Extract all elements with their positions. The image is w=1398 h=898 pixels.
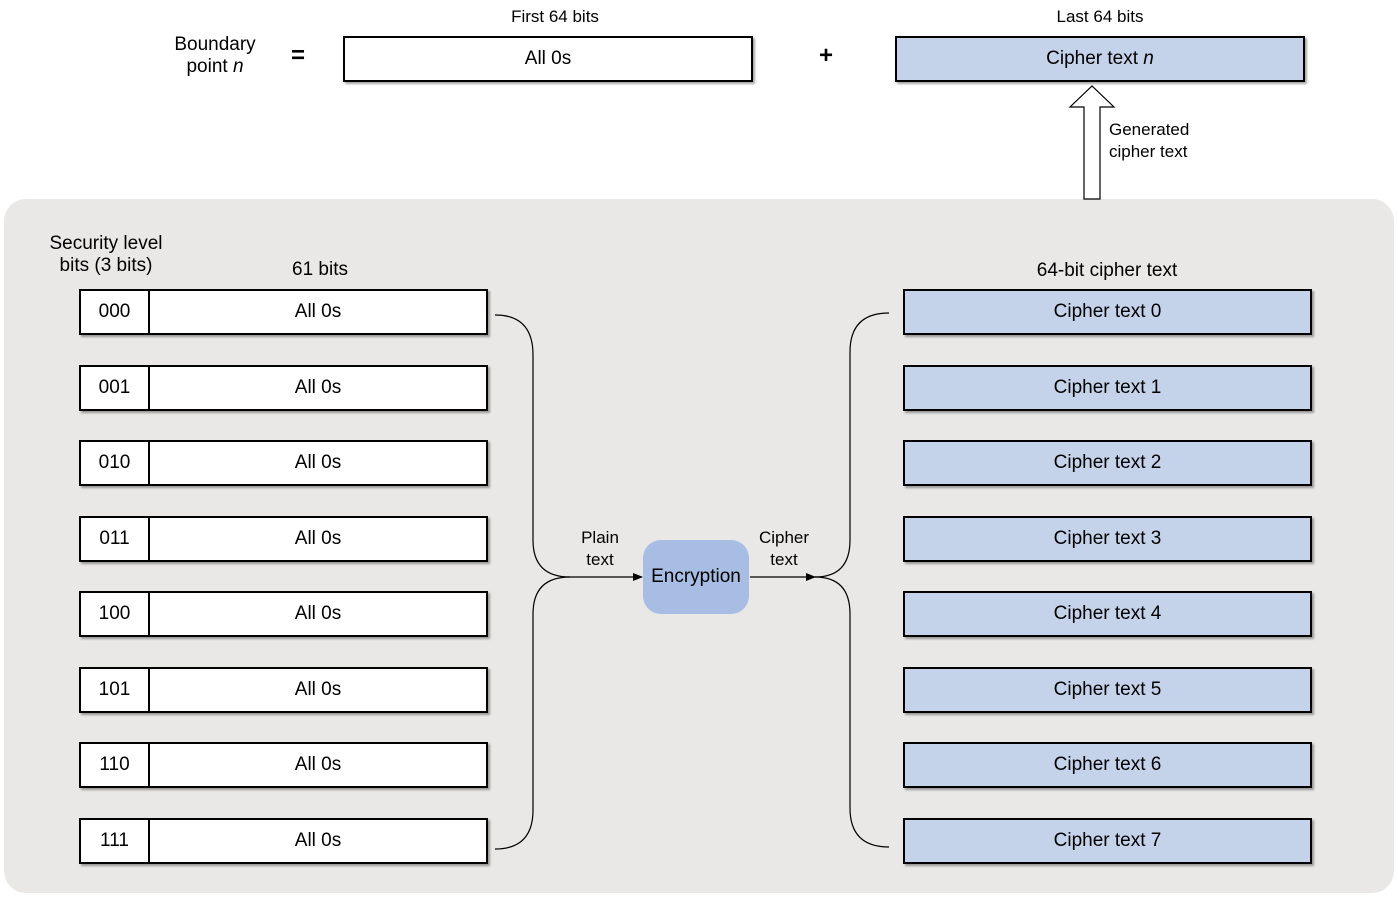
- generated-line1: Generated: [1109, 120, 1190, 139]
- cipher-row-0: Cipher text 0: [903, 289, 1312, 335]
- cipher-line1: Cipher: [758, 528, 810, 547]
- bits-61-header: 61 bits: [292, 259, 348, 280]
- right-brace-bottom: [814, 576, 890, 848]
- boundary-label-line1: Boundary: [174, 34, 256, 55]
- plaintext-row-6: 110 All 0s: [79, 742, 488, 788]
- security-code: 111: [81, 820, 150, 862]
- plaintext-row-1: 001 All 0s: [79, 365, 488, 411]
- plaintext-row-7: 111 All 0s: [79, 818, 488, 864]
- plain-line2: text: [586, 550, 614, 569]
- cipher-text-label: Cipher text: [749, 527, 819, 571]
- equals-sign: =: [290, 42, 305, 69]
- security-header-line1: Security level: [49, 233, 163, 254]
- cipher-row-4: Cipher text 4: [903, 591, 1312, 637]
- plaintext-row-2: 010 All 0s: [79, 440, 488, 486]
- cipher-text-header: 64-bit cipher text: [1036, 260, 1178, 281]
- cipher-row-1: Cipher text 1: [903, 365, 1312, 411]
- plain-text-label: Plain text: [565, 527, 635, 571]
- security-code: 001: [81, 367, 150, 409]
- zero-bits: All 0s: [294, 528, 342, 549]
- generated-cipher-label: Generated cipher text: [1109, 119, 1229, 163]
- first-64-bits-box: All 0s: [343, 36, 753, 82]
- security-level-header: Security level bits (3 bits): [30, 233, 182, 277]
- last-box-text: Cipher text: [1046, 48, 1138, 69]
- last-64-bits-box: Cipher text n: [895, 36, 1305, 82]
- boundary-label-var: n: [232, 56, 244, 77]
- zero-bits: All 0s: [294, 377, 342, 398]
- security-code: 110: [81, 744, 150, 786]
- left-brace-bottom: [494, 576, 571, 850]
- security-code: 010: [81, 442, 150, 484]
- generated-line2: cipher text: [1109, 142, 1188, 161]
- cipher-line2: text: [770, 550, 798, 569]
- right-brace-top: [814, 312, 890, 578]
- first-64-bits-value: All 0s: [524, 48, 572, 69]
- security-code: 101: [81, 669, 150, 711]
- security-header-line2: bits (3 bits): [59, 255, 153, 276]
- generated-up-arrow: [1068, 85, 1116, 200]
- left-brace-top: [494, 314, 571, 578]
- plaintext-row-5: 101 All 0s: [79, 667, 488, 713]
- first-64-bits-header: First 64 bits: [511, 7, 599, 26]
- cipher-row-7: Cipher text 7: [903, 818, 1312, 864]
- zero-bits: All 0s: [294, 830, 342, 851]
- zero-bits: All 0s: [294, 301, 342, 322]
- cipher-row-5: Cipher text 5: [903, 667, 1312, 713]
- boundary-label-word: point: [186, 56, 228, 77]
- security-code: 100: [81, 593, 150, 635]
- security-code: 000: [81, 291, 150, 333]
- zero-bits: All 0s: [294, 452, 342, 473]
- cipher-row-2: Cipher text 2: [903, 440, 1312, 486]
- boundary-point-label: Boundary point n: [150, 34, 280, 78]
- plus-sign: +: [818, 42, 833, 69]
- zero-bits: All 0s: [294, 603, 342, 624]
- cipher-row-6: Cipher text 6: [903, 742, 1312, 788]
- zero-bits: All 0s: [294, 754, 342, 775]
- last-64-bits-header: Last 64 bits: [1056, 7, 1144, 26]
- encryption-node: Encryption: [643, 540, 749, 614]
- security-code: 011: [81, 518, 150, 560]
- plaintext-row-3: 011 All 0s: [79, 516, 488, 562]
- plain-line1: Plain: [581, 528, 619, 547]
- last-box-var: n: [1143, 48, 1154, 69]
- zero-bits: All 0s: [294, 679, 342, 700]
- plaintext-row-4: 100 All 0s: [79, 591, 488, 637]
- cipher-row-3: Cipher text 3: [903, 516, 1312, 562]
- boundary-label-line2: point n: [150, 56, 280, 78]
- plaintext-row-0: 000 All 0s: [79, 289, 488, 335]
